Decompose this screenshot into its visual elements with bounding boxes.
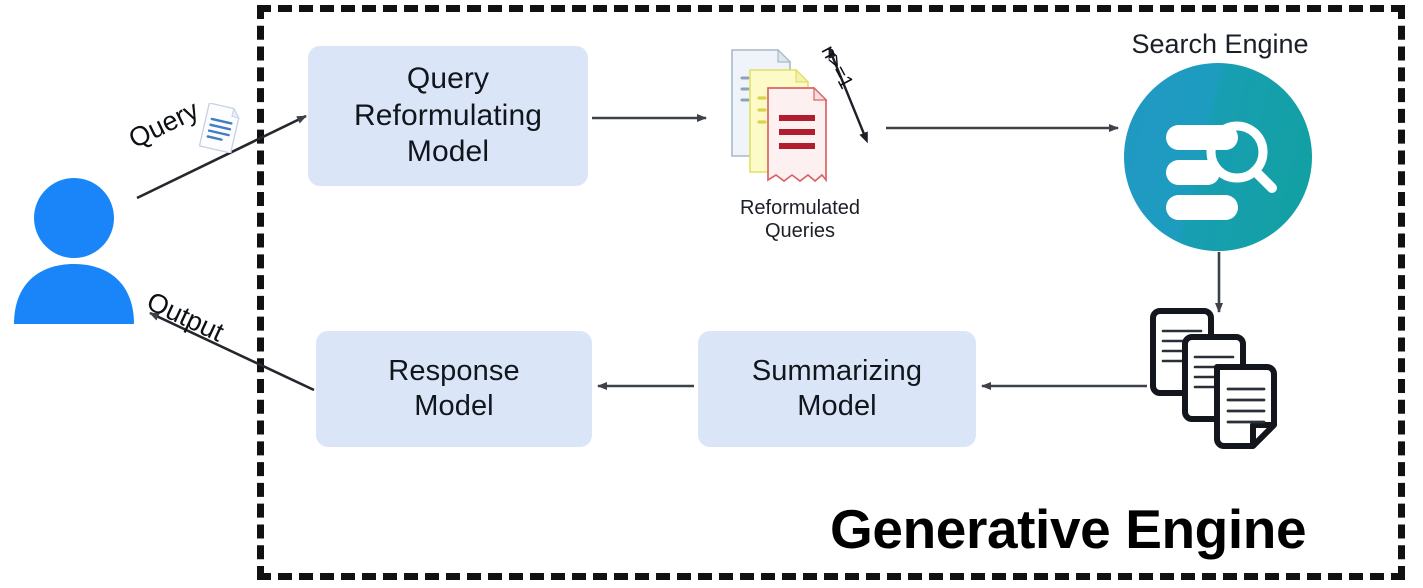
arrow-query — [136, 114, 307, 200]
response-model-box[interactable]: Response Model — [316, 331, 592, 447]
arrow-multiplicity — [827, 47, 868, 144]
reformulated-queries-label: Reformulated Queries — [739, 197, 861, 243]
arrow-output — [149, 311, 315, 392]
box-label: Query Reformulating Model — [353, 62, 543, 169]
summarizing-model-box[interactable]: Summarizing Model — [698, 331, 976, 447]
document-stack-icon — [731, 48, 828, 183]
user-avatar-icon — [14, 178, 134, 324]
search-engine-icon — [1124, 63, 1312, 251]
document-icon — [199, 103, 240, 153]
search-engine-label: Search Engine — [1131, 29, 1309, 59]
box-label: Summarizing Model — [751, 354, 923, 422]
generative-engine-title: Generative Engine — [830, 498, 1307, 560]
query-reformulating-model-box[interactable]: Query Reformulating Model — [308, 46, 588, 186]
box-label: Response Model — [388, 354, 520, 422]
generative-engine-boundary — [257, 5, 1405, 580]
document-stack-icon — [1150, 308, 1277, 449]
